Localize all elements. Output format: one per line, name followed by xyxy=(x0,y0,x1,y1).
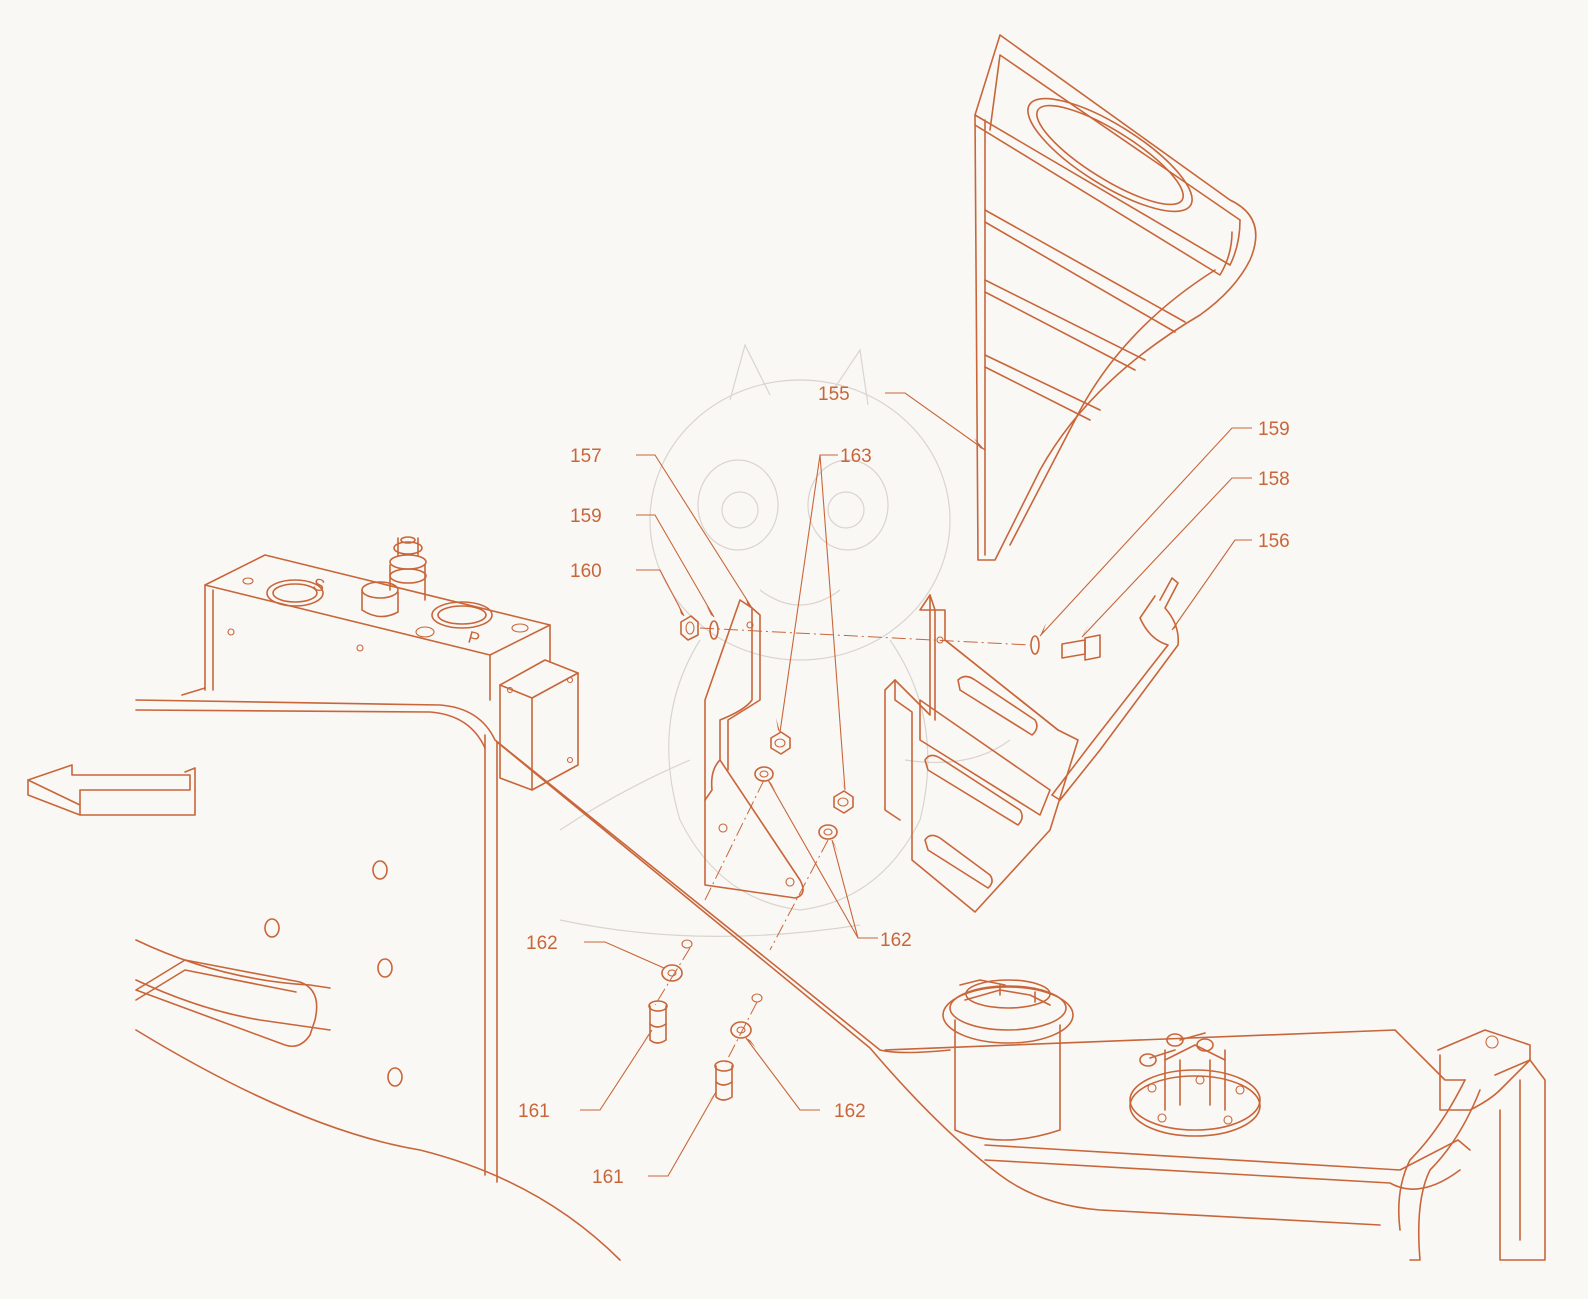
callout-162-lower-right: 162 xyxy=(834,1101,866,1122)
callout-163: 163 xyxy=(840,446,872,467)
callout-158: 158 xyxy=(1258,469,1290,490)
hose-clip xyxy=(1051,577,1180,801)
hardware xyxy=(648,615,1101,1101)
port-mark-p: P xyxy=(466,628,482,649)
port-mark-s: S xyxy=(311,575,327,596)
right-shield xyxy=(884,594,1079,913)
valve-block: S P xyxy=(204,536,579,791)
callout-161-left: 161 xyxy=(518,1101,550,1122)
fuel-sender xyxy=(1129,1032,1261,1137)
center-lines xyxy=(654,627,1031,1065)
frame-holes xyxy=(264,860,403,1087)
machine-frame xyxy=(135,687,1381,1261)
callout-162-upper: 162 xyxy=(880,930,912,951)
guard-cover xyxy=(974,34,1257,561)
callout-162-lower-left: 162 xyxy=(526,933,558,954)
callout-159-right: 159 xyxy=(1258,419,1290,440)
callout-160: 160 xyxy=(570,561,602,582)
direction-arrow xyxy=(27,764,196,816)
callout-labels: 155 157 159 160 163 159 158 156 162 162 … xyxy=(518,384,1290,1188)
callout-161-right: 161 xyxy=(592,1167,624,1188)
filler-cap xyxy=(942,979,1074,1141)
leader-lines xyxy=(580,392,1252,1177)
callout-155: 155 xyxy=(818,384,850,405)
tank-area xyxy=(884,979,1546,1261)
callout-159-left: 159 xyxy=(570,506,602,527)
dragon-watermark xyxy=(559,343,1011,937)
callout-156: 156 xyxy=(1258,531,1290,552)
callout-157: 157 xyxy=(570,446,602,467)
left-bracket xyxy=(704,599,804,899)
